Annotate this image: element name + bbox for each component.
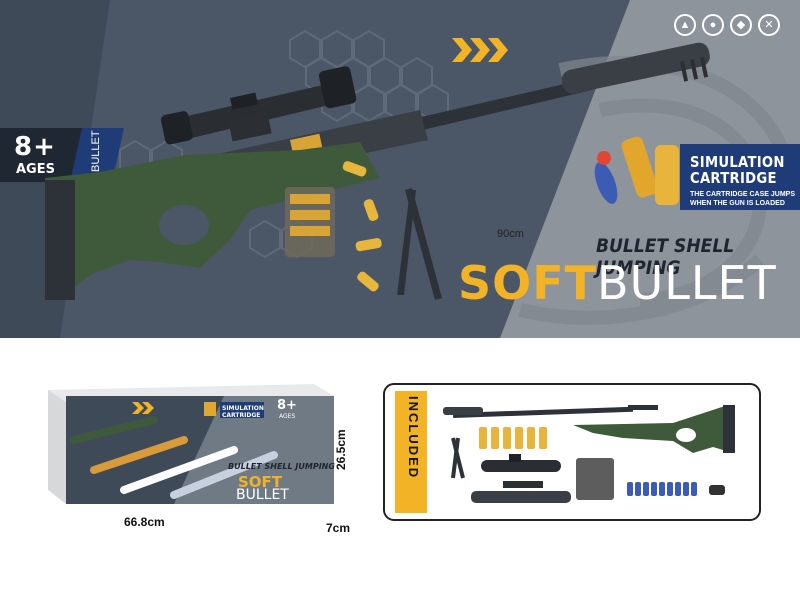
package-depth: 7cm <box>326 521 351 535</box>
bubble-icon: ● <box>702 14 724 36</box>
simulation-title-line1: SIMULATION <box>690 153 785 171</box>
package-title-bullet: BULLET <box>236 487 289 503</box>
bullet-tab-label: BULLET <box>90 130 102 172</box>
main-title: SOFTBULLET <box>458 256 777 310</box>
simulation-panel <box>680 144 800 210</box>
included-panel <box>383 383 761 521</box>
simulation-title-line2: CARTRIDGE <box>690 169 777 187</box>
title-bullet: BULLET <box>597 256 777 310</box>
package-age-number: 8+ <box>277 398 297 413</box>
hazard-icon: ✕ <box>758 14 780 36</box>
included-rifle-image <box>443 405 735 453</box>
sound-icon: ◆ <box>730 14 752 36</box>
product-banner: 8+ AGES BULLET ▲ ● ◆ ✕ SIMULATION CARTRI… <box>0 0 800 338</box>
cartridge-image <box>594 136 679 205</box>
banner-background <box>0 0 710 338</box>
feature-icons: ▲ ● ◆ ✕ <box>674 14 780 36</box>
simulation-description-line2: WHEN THE GUN IS LOADED <box>690 200 785 207</box>
included-label: INCLUDED <box>406 396 421 480</box>
package-height: 26.5cm <box>334 429 348 470</box>
age-number: 8+ <box>14 132 56 162</box>
age-word: AGES <box>16 162 55 177</box>
simulation-title: SIMULATION CARTRIDGE <box>690 154 785 186</box>
simulation-description-line1: THE CARTRIDGE CASE JUMPS <box>690 191 796 198</box>
rifle-image <box>45 42 710 300</box>
length-label: 90cm <box>497 228 524 240</box>
package-box-image <box>48 384 334 504</box>
package-subtitle: BULLET SHELL JUMPING <box>228 462 335 471</box>
package-age-word: AGES <box>279 413 296 420</box>
subtitle: BULLET SHELL JUMPING <box>596 235 735 279</box>
package-sim-title: SIMULATION CARTRIDGE <box>222 405 264 419</box>
simulation-description: THE CARTRIDGE CASE JUMPS WHEN THE GUN IS… <box>690 190 800 208</box>
package-title-soft: SOFT <box>238 473 283 491</box>
triangle-icon: ▲ <box>674 14 696 36</box>
package-width: 66.8cm <box>124 515 165 529</box>
title-soft: SOFT <box>458 256 598 310</box>
